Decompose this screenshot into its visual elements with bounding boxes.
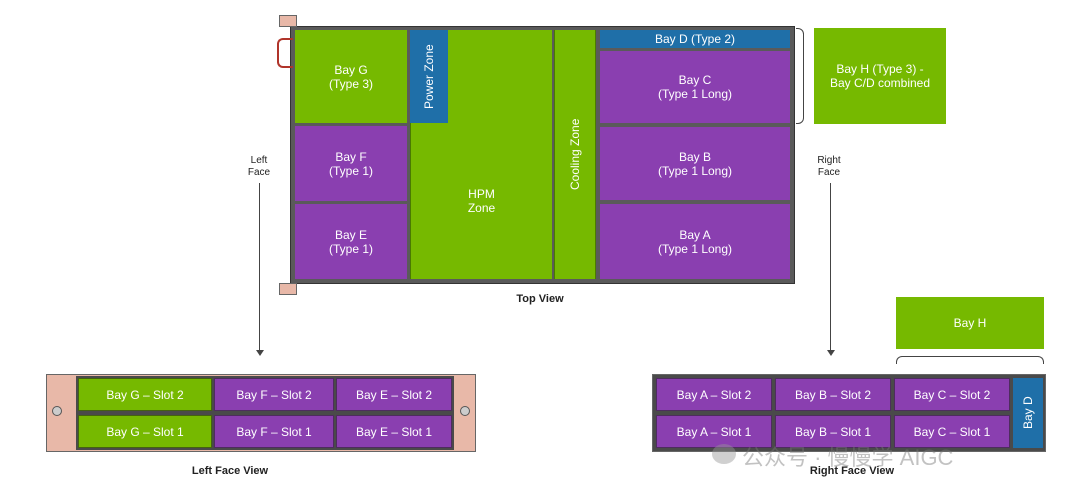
left-face-caption: Left Face View [191,465,269,477]
left-slot-e1: Bay E – Slot 1 [336,415,452,448]
right-face-arrow-head [827,350,835,356]
right-slot-b1: Bay B – Slot 1 [775,415,891,448]
hpm-zone-upper [448,30,552,123]
chassis-handle-top [279,15,297,27]
bay-h-face: Bay H [896,297,1044,349]
left-face-arrow [259,183,260,351]
cooling-zone: Cooling Zone [554,30,596,279]
left-face-arrow-head [256,350,264,356]
bay-c-top: Bay C (Type 1 Long) [600,51,790,123]
bay-b-top: Bay B (Type 1 Long) [600,127,790,200]
left-face-screw-left [52,406,62,416]
top-view-caption: Top View [516,293,564,305]
watermark: 公众号 · 慢慢学 AIGC [742,445,954,470]
bay-f-top: Bay F (Type 1) [295,126,407,201]
chassis-cable-loop [277,38,293,68]
bay-d-face: Bay D [1013,378,1043,448]
left-face-screw-right [460,406,470,416]
power-zone: Power Zone [410,30,448,123]
right-face-arrow [830,183,831,351]
wechat-icon [712,444,736,464]
hpm-zone: HPM Zone [410,123,552,279]
left-slot-f1: Bay F – Slot 1 [214,415,334,448]
bay-h-face-brace [896,356,1044,364]
bay-a-top: Bay A (Type 1 Long) [600,204,790,279]
right-slot-c2: Bay C – Slot 2 [894,378,1010,411]
right-slot-a1: Bay A – Slot 1 [656,415,772,448]
chassis-handle-bottom [279,283,297,295]
left-slot-g1: Bay G – Slot 1 [78,415,212,448]
left-slot-f2: Bay F – Slot 2 [214,378,334,411]
right-slot-a2: Bay A – Slot 2 [656,378,772,411]
right-face-label: Right Face [817,155,841,178]
bay-h-brace [796,28,804,124]
right-slot-b2: Bay B – Slot 2 [775,378,891,411]
bay-d-top: Bay D (Type 2) [600,30,790,48]
left-slot-g2: Bay G – Slot 2 [78,378,212,411]
left-slot-e2: Bay E – Slot 2 [336,378,452,411]
right-face-caption: Right Face View [809,465,895,477]
bay-h-note: Bay H (Type 3) - Bay C/D combined [814,28,946,124]
right-slot-c1: Bay C – Slot 1 [894,415,1010,448]
bay-g-top: Bay G (Type 3) [295,30,407,123]
left-face-label: Left Face [247,155,271,178]
bay-e-top: Bay E (Type 1) [295,204,407,279]
